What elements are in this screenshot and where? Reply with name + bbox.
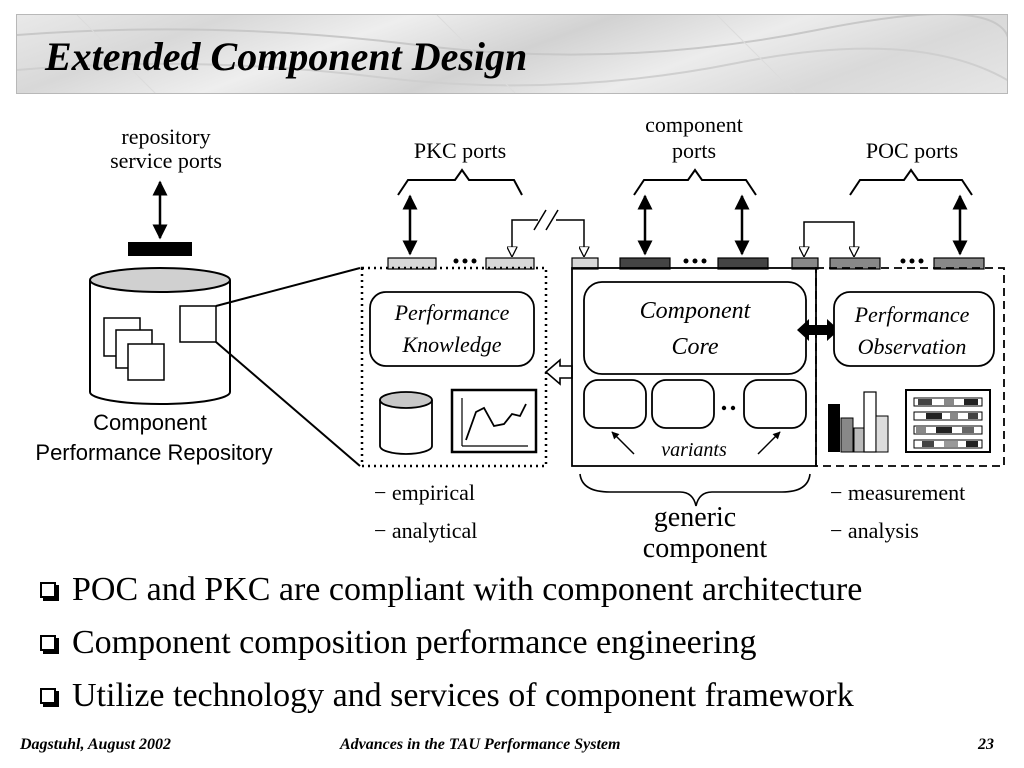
pkc-brace bbox=[397, 168, 523, 196]
repository-service-port bbox=[128, 242, 192, 256]
title-banner: Extended Component Design bbox=[16, 14, 1008, 94]
performance-observation-box bbox=[833, 291, 995, 367]
observation-list-item-2: − analysis bbox=[830, 518, 919, 543]
generic-component-panel bbox=[571, 267, 817, 467]
marble-texture bbox=[17, 15, 1007, 93]
poc-core-link bbox=[804, 221, 854, 256]
poc-ports-label: POC ports bbox=[866, 138, 958, 163]
variants-label: variants bbox=[661, 439, 727, 461]
repository-ports-label-1: repository bbox=[121, 124, 210, 149]
port-bars bbox=[387, 257, 985, 270]
performance-knowledge-label-1: Performance bbox=[394, 300, 510, 325]
link-break-mark-2 bbox=[545, 209, 559, 231]
checkbox-bullet-icon bbox=[40, 688, 56, 704]
knowledge-list-item-2: − analytical bbox=[374, 518, 477, 543]
core-observation-arrow bbox=[797, 319, 839, 341]
bullet-text: Component composition performance engine… bbox=[72, 624, 757, 661]
variant-dot-2 bbox=[730, 405, 736, 411]
knowledge-list-item-1: − empirical bbox=[374, 480, 475, 505]
observation-list-item-1: − measurement bbox=[830, 480, 965, 505]
bullet-item: POC and PKC are compliant with component… bbox=[40, 570, 1015, 623]
variant-box-2 bbox=[651, 379, 715, 429]
variant-dot-1 bbox=[721, 405, 727, 411]
component-core-label-1: Component bbox=[640, 298, 752, 324]
poc-panel bbox=[815, 267, 1005, 467]
component-core-box bbox=[583, 281, 807, 375]
bullet-text: POC and PKC are compliant with component… bbox=[72, 571, 863, 608]
generic-component-label-2: component bbox=[643, 533, 768, 564]
generic-component-brace bbox=[579, 473, 811, 507]
bullet-item: Component composition performance engine… bbox=[40, 623, 1015, 676]
performance-knowledge-box bbox=[369, 291, 535, 367]
variant-box-1 bbox=[583, 379, 647, 429]
footer-title: Advances in the TAU Performance System bbox=[340, 736, 621, 753]
page-number: 23 bbox=[978, 736, 994, 753]
variants-arrow-left bbox=[611, 431, 635, 455]
performance-knowledge-label-2: Knowledge bbox=[402, 332, 502, 357]
variants-arrow-right bbox=[757, 431, 781, 455]
pkc-ports-label: PKC ports bbox=[414, 138, 506, 163]
bullet-text: Utilize technology and services of compo… bbox=[72, 677, 854, 714]
bar-chart-icon bbox=[828, 391, 889, 453]
component-ports-label-1: component bbox=[645, 112, 743, 137]
repository-ports-label-2: service ports bbox=[110, 148, 222, 173]
component-core-label-2: Core bbox=[671, 334, 718, 360]
database-icon bbox=[379, 391, 433, 455]
variant-box-3 bbox=[743, 379, 807, 429]
performance-observation-label-2: Observation bbox=[858, 334, 967, 359]
pkc-panel bbox=[360, 266, 548, 468]
link-break-mark-1 bbox=[533, 209, 547, 231]
performance-observation-label-1: Performance bbox=[854, 302, 970, 327]
repository-caption-2: Performance Repository bbox=[35, 440, 272, 465]
repository-caption-1: Component bbox=[93, 410, 207, 435]
bullet-item: Utilize technology and services of compo… bbox=[40, 676, 1015, 729]
slide-title: Extended Component Design bbox=[45, 34, 528, 79]
component-ports-label-2: ports bbox=[672, 138, 716, 163]
generic-component-label-1: generic bbox=[654, 502, 736, 533]
graph-icon bbox=[450, 388, 538, 454]
zoom-line-top bbox=[215, 267, 361, 307]
repository-cylinder-icon bbox=[89, 267, 231, 405]
component-brace bbox=[633, 168, 757, 196]
poc-brace bbox=[849, 168, 973, 196]
checkbox-bullet-icon bbox=[40, 582, 56, 598]
core-to-knowledge-arrow bbox=[544, 358, 573, 386]
zoom-line-bottom bbox=[215, 341, 361, 467]
trace-table-icon bbox=[905, 389, 991, 453]
checkbox-bullet-icon bbox=[40, 635, 56, 651]
bullet-list: POC and PKC are compliant with component… bbox=[40, 570, 1015, 729]
footer-date: Dagstuhl, August 2002 bbox=[20, 736, 172, 753]
